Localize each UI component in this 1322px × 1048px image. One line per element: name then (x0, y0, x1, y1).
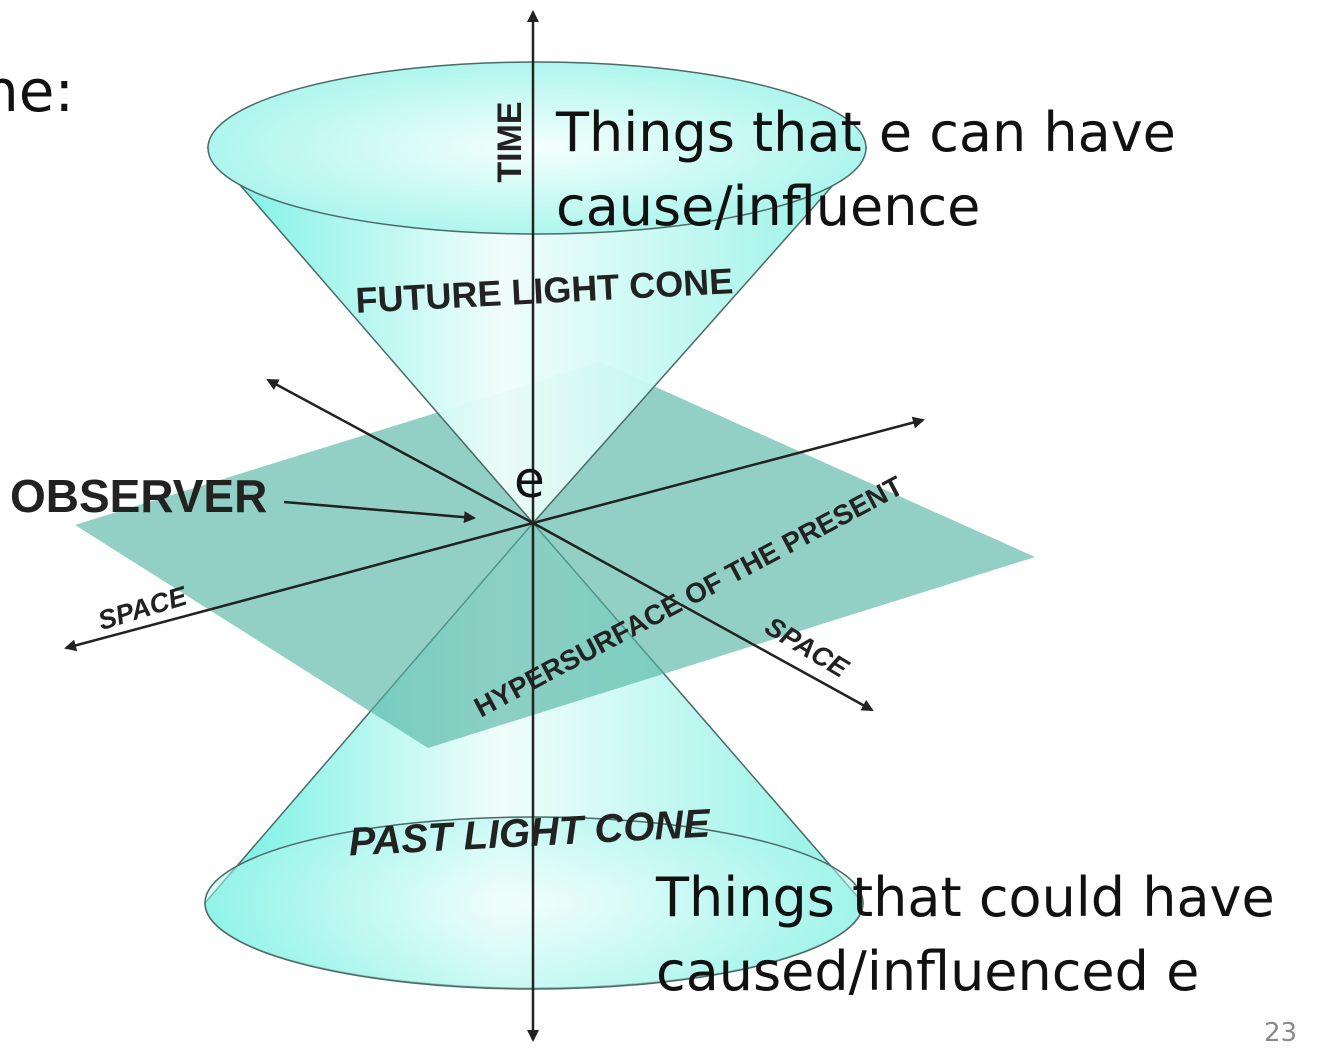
future-annotation-line-2: cause/influence (556, 175, 981, 238)
space-axis-right (532, 416, 925, 525)
observer-label: OBSERVER (10, 470, 267, 522)
observer-arrow (283, 500, 476, 524)
past-annotation: Things that could have caused/influenced… (656, 861, 1275, 1009)
past-annotation-line-2: caused/influenced e (656, 940, 1200, 1003)
future-cone-rim (207, 61, 867, 235)
page-number: 23 (1264, 1018, 1298, 1048)
space-axis-front (532, 521, 874, 712)
slide-title-fragment: ne: (0, 57, 74, 125)
hypersurface-plane (75, 362, 1035, 748)
space-axis-left (64, 521, 534, 652)
space-axis-back (266, 378, 534, 525)
event-label: e (514, 451, 545, 509)
future-annotation: Things that e can have cause/influence (556, 96, 1176, 244)
time-label: TIME (491, 101, 529, 182)
past-annotation-line-1: Things that could have (656, 866, 1275, 929)
future-annotation-line-1: Things that e can have (556, 101, 1176, 164)
